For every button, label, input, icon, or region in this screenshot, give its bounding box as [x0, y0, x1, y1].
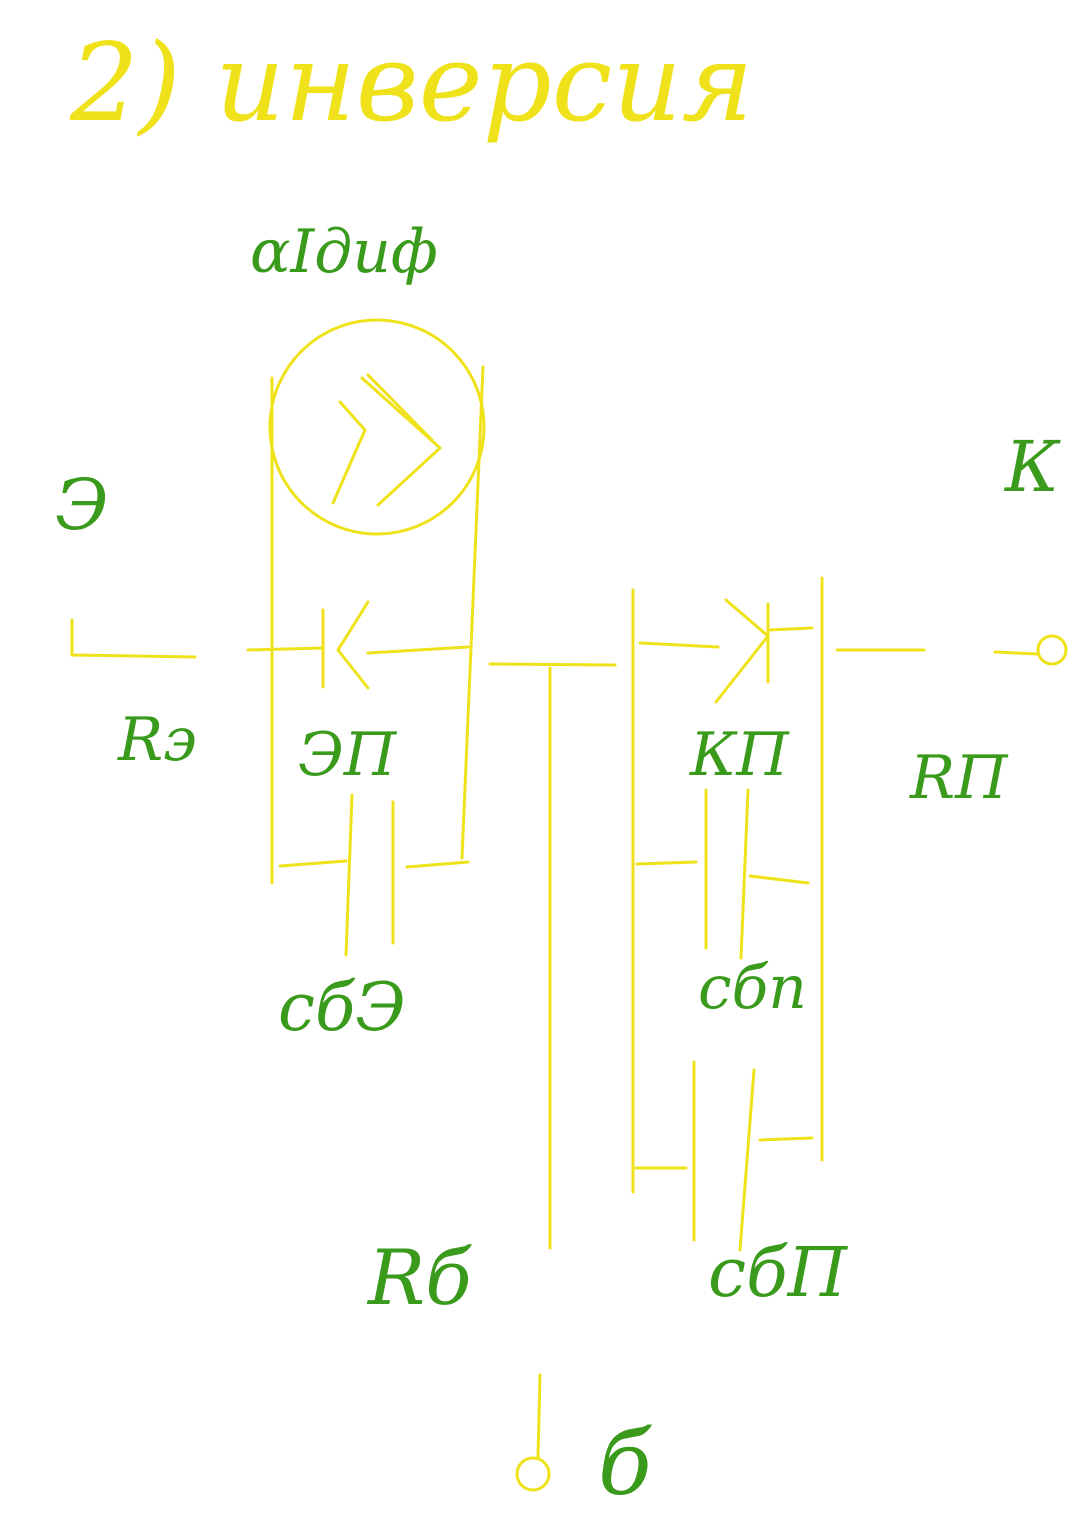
collector-terminal-dot — [1036, 634, 1068, 666]
emitter-diode-wire-left — [246, 646, 324, 652]
emitter-resistance-label: Rэ — [118, 705, 197, 775]
current-source-arrow-inner-2 — [366, 373, 434, 442]
current-source-label: αIдиф — [250, 217, 438, 287]
diagram-title: 2) инверсия — [70, 21, 754, 146]
collector-capacitance-label-2: сбП — [708, 1234, 847, 1313]
base-resistance-label: Rб — [368, 1233, 472, 1322]
collector-capacitance-label-1: сбп — [698, 953, 807, 1023]
cap-p1-wire-right — [748, 874, 810, 885]
emitter-terminal — [70, 618, 197, 659]
cap-e-plate-left — [344, 793, 354, 957]
collector-resistance-label: RП — [910, 743, 1008, 813]
cap-p1-wire-left — [635, 860, 698, 866]
emitter-rail-right — [460, 365, 485, 860]
emitter-capacitance-label: сбЭ — [278, 969, 406, 1046]
cap-e-wire-right — [405, 860, 470, 869]
cap-p1-plate-right — [739, 788, 750, 960]
cap-p2-wire-right — [758, 1136, 814, 1142]
collector-diode-wire-right — [766, 626, 814, 632]
collector-diode-wire-left — [638, 641, 720, 649]
collector-junction-label: КП — [690, 720, 789, 790]
collector-node-label: К — [1005, 426, 1060, 508]
cap-e-wire-left — [278, 859, 348, 868]
emitter-diode-triangle — [336, 600, 370, 690]
collector-terminal-wire — [993, 650, 1040, 656]
base-node-label: б — [598, 1412, 652, 1515]
collector-diode-triangle — [714, 598, 770, 704]
cap-p2-plate-right — [738, 1068, 756, 1252]
current-source-arrow-inner — [360, 376, 442, 507]
emitter-node-label: Э — [55, 464, 109, 546]
current-source-arrow-outer — [331, 400, 367, 505]
current-source-circle — [268, 318, 486, 536]
base-terminal-dot — [515, 1456, 551, 1492]
base-terminal-wire — [536, 1373, 542, 1460]
base-wire-horizontal — [488, 662, 617, 667]
emitter-junction-label: ЭП — [298, 720, 397, 790]
emitter-diode-wire-right — [366, 645, 470, 655]
